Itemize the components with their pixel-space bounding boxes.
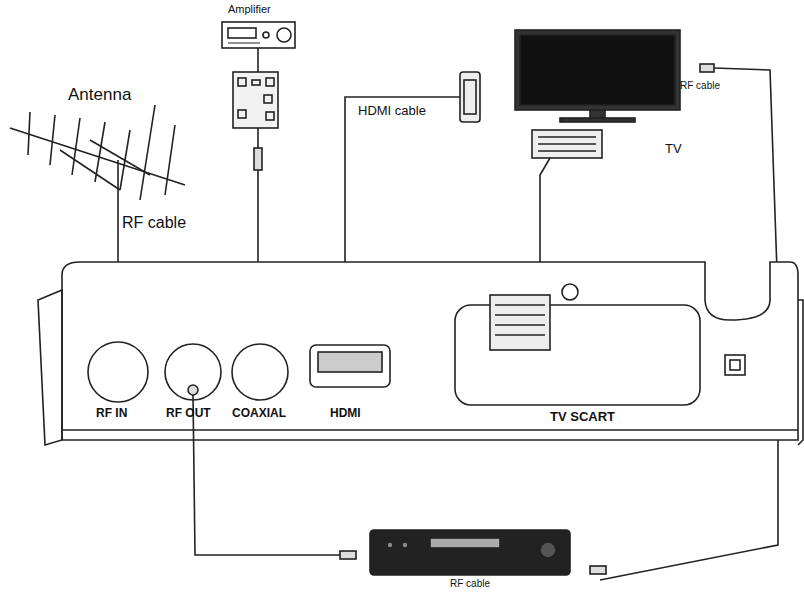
label: RF cable bbox=[122, 214, 186, 232]
rf-out-cable bbox=[193, 395, 606, 575]
label: TV SCART bbox=[550, 410, 615, 424]
label: COAXIAL bbox=[232, 407, 286, 420]
label: Amplifier bbox=[228, 3, 271, 15]
label: HDMI cable bbox=[358, 104, 426, 118]
label: RF cable bbox=[450, 578, 490, 589]
label: RF IN bbox=[96, 407, 127, 420]
label: HDMI bbox=[330, 407, 361, 420]
label: RF OUT bbox=[166, 407, 211, 420]
label: RF cable bbox=[680, 80, 720, 91]
receiver-box bbox=[38, 262, 803, 445]
label: TV bbox=[665, 142, 682, 156]
label: Antenna bbox=[68, 86, 131, 105]
